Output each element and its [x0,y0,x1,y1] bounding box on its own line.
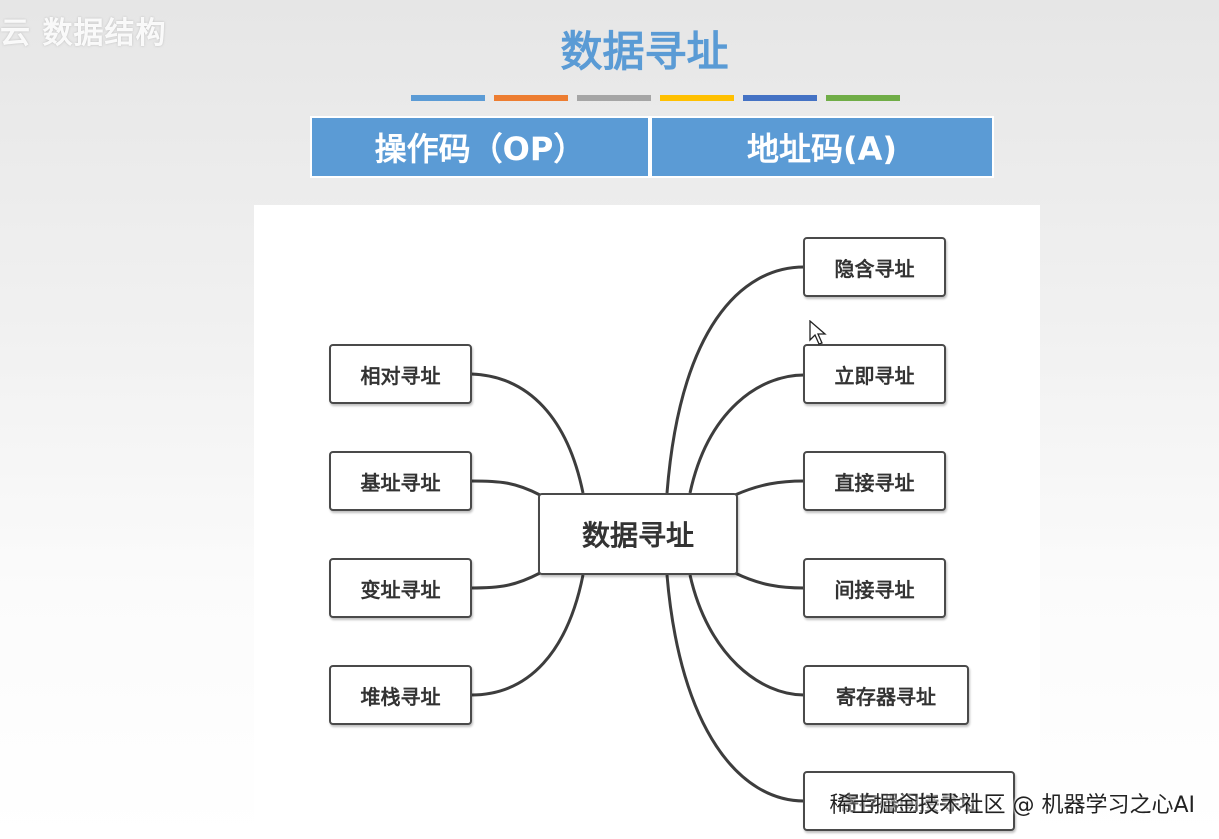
link-right-2 [734,479,805,497]
node-immediate-addressing: 立即寻址 [803,344,946,404]
node-implied-addressing: 隐含寻址 [803,237,946,297]
link-right-4 [688,574,805,697]
link-left-3 [470,574,585,697]
watermark: 稀土掘金技术社区 @ 机器学习之心AI [829,793,1195,818]
address-field: 地址码(A) [652,118,992,176]
node-register-addressing: 寄存器寻址 [803,665,969,725]
node-direct-addressing: 直接寻址 [803,451,946,511]
link-left-0 [470,372,585,494]
link-left-1 [470,479,541,497]
color-bar-0 [411,95,485,101]
link-right-3 [734,571,805,590]
opcode-field: 操作码（OP） [312,118,648,176]
link-left-2 [470,571,541,590]
color-bar-4 [743,95,817,101]
course-logo: 云 数据结构 [0,16,167,51]
color-bar-2 [577,95,651,101]
color-bar-5 [826,95,900,101]
page-title: 数据寻址 [560,27,729,76]
node-base-addressing: 基址寻址 [329,451,472,511]
node-relative-addressing: 相对寻址 [329,344,472,404]
node-indirect-addressing: 间接寻址 [803,558,946,618]
node-index-addressing: 变址寻址 [329,558,472,618]
mindmap-center-node: 数据寻址 [538,493,738,575]
node-register-indirect-addressing: 寄存器间接寻址 [803,771,1015,831]
node-stack-addressing: 堆栈寻址 [329,665,472,725]
color-bar-3 [660,95,734,101]
color-bar-1 [494,95,568,101]
link-right-0 [665,265,805,494]
link-right-1 [688,373,805,494]
link-right-5 [665,574,805,803]
mouse-cursor-icon [809,320,827,345]
